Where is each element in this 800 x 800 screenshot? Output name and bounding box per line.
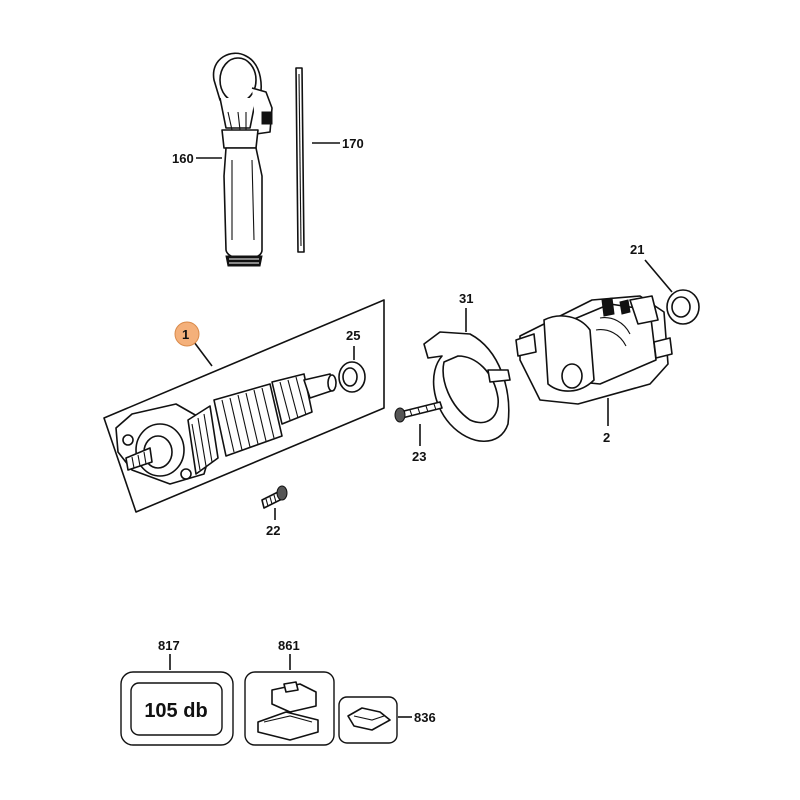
callout-836: 836 [414,710,436,725]
callout-21: 21 [630,242,644,257]
screw-part-23[interactable] [394,401,443,423]
callout-1: 1 [182,327,189,342]
leader-line-1 [193,341,213,367]
noise-rating-text: 105 db [144,700,207,722]
callout-22: 22 [266,523,280,538]
baffle-part-31[interactable] [423,331,511,443]
armature-group-frame [103,299,385,513]
callout-861: 861 [278,638,300,653]
noise-label-part-817[interactable]: 105 db [120,671,234,746]
screw-part-22[interactable] [261,485,288,509]
stator-part-2[interactable] [515,295,673,405]
carry-case-part-861[interactable] [244,671,335,746]
callout-badge-1[interactable]: 1 [174,321,213,367]
callout-2: 2 [603,430,610,445]
callout-160: 160 [172,151,194,166]
bearing-part-25[interactable] [338,361,366,393]
highlight-badge-circle [174,321,200,347]
armature-assembly-part-1[interactable] [115,373,337,485]
callout-31: 31 [459,291,473,306]
callout-23: 23 [412,449,426,464]
depth-rod-part-170[interactable] [295,67,305,253]
bearing-part-21[interactable] [666,289,700,325]
callout-25: 25 [346,328,360,343]
callout-170: 170 [342,136,364,151]
leader-line-21 [644,259,673,293]
accessory-part-836[interactable] [338,696,398,744]
callout-817: 817 [158,638,180,653]
side-handle-part-160[interactable] [212,52,273,267]
